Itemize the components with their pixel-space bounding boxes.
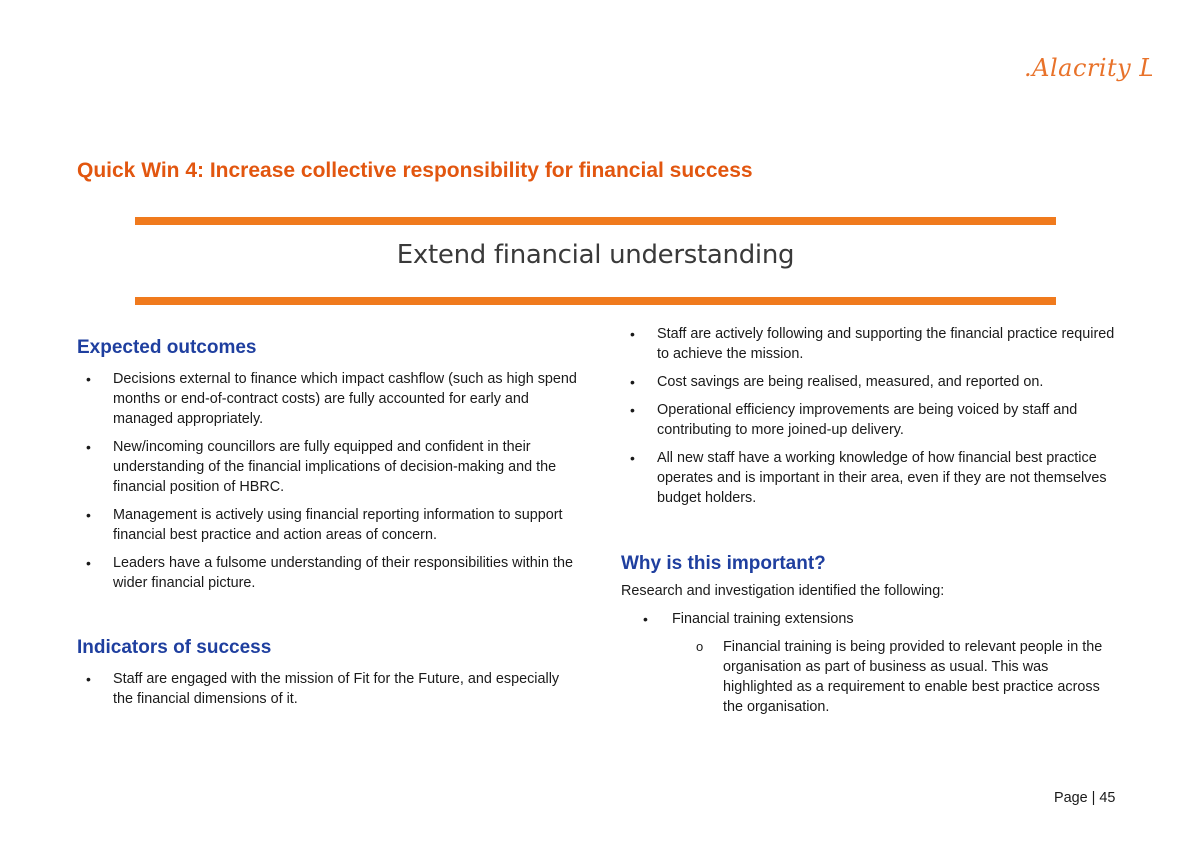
list-item: Operational efficiency improvements are …	[621, 400, 1121, 440]
list-item: New/incoming councillors are fully equip…	[77, 437, 577, 497]
list-item: Management is actively using financial r…	[77, 505, 577, 545]
alacrity-lab-logo: .Alacrity Lab.	[1024, 54, 1152, 82]
indicators-list-left: Staff are engaged with the mission of Fi…	[77, 669, 582, 717]
indicators-of-success-heading: Indicators of success	[77, 637, 272, 658]
list-item: All new staff have a working knowledge o…	[621, 448, 1121, 508]
page-title: Quick Win 4: Increase collective respons…	[77, 159, 753, 182]
expected-outcomes-list: Decisions external to finance which impa…	[77, 369, 577, 601]
page-number: Page | 45	[1054, 790, 1116, 806]
list-item: Decisions external to finance which impa…	[77, 369, 577, 429]
logo-text: .Alacrity Lab.	[1024, 54, 1152, 82]
list-item: Financial training extensions	[636, 609, 1116, 629]
why-important-heading: Why is this important?	[621, 553, 826, 574]
list-item: Staff are actively following and support…	[621, 324, 1121, 364]
banner-bottom-rule	[135, 297, 1056, 305]
list-item: Staff are engaged with the mission of Fi…	[77, 669, 582, 709]
expected-outcomes-heading: Expected outcomes	[77, 337, 257, 358]
list-subitem: Financial training is being provided to …	[695, 637, 1120, 717]
list-item: Leaders have a fulsome understanding of …	[77, 553, 577, 593]
why-important-sublist: Financial training is being provided to …	[695, 637, 1120, 717]
list-item: Cost savings are being realised, measure…	[621, 372, 1121, 392]
indicators-list-right: Staff are actively following and support…	[621, 324, 1121, 516]
why-important-intro: Research and investigation identified th…	[621, 583, 945, 599]
why-important-list: Financial training extensions	[636, 609, 1116, 637]
banner-top-rule	[135, 217, 1056, 225]
banner-heading: Extend financial understanding	[396, 240, 795, 270]
